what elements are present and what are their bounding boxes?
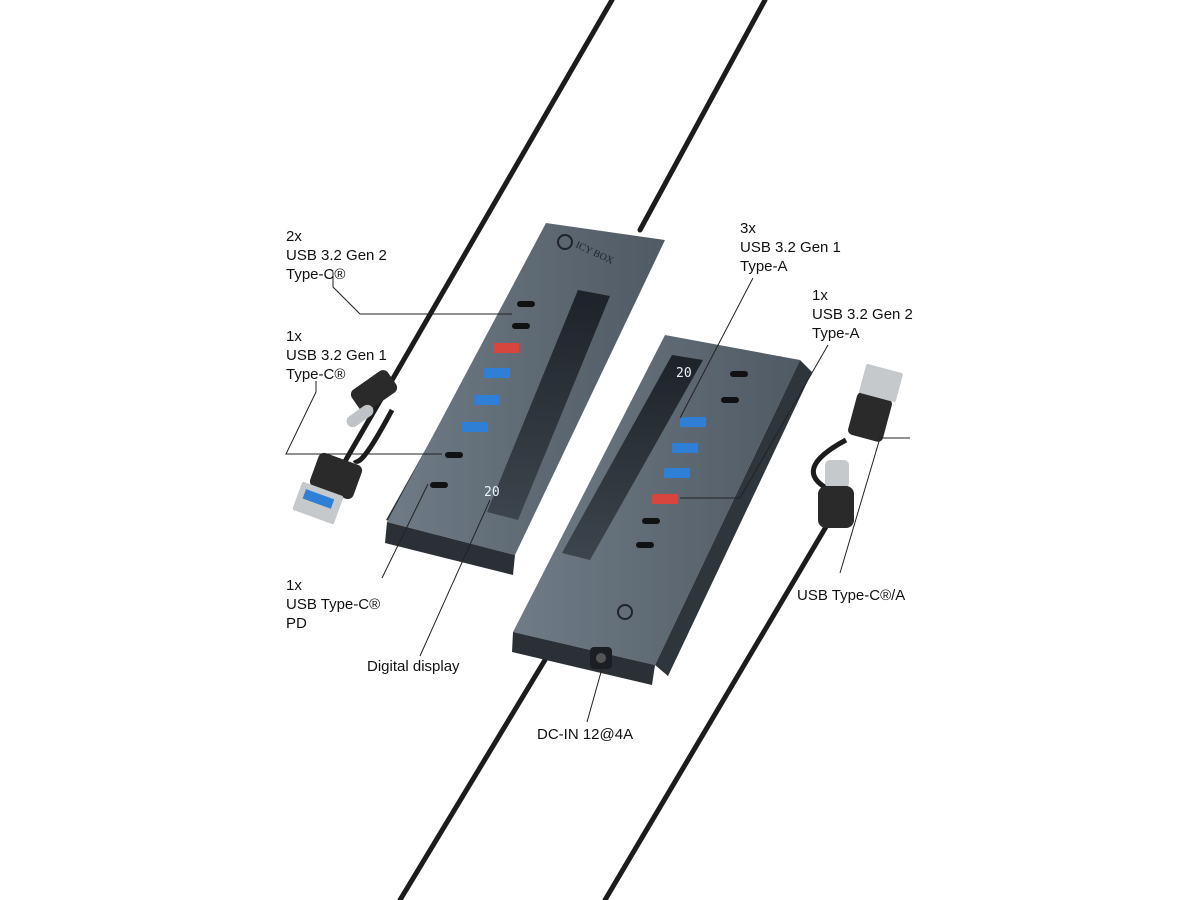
hub-right-port-strip	[562, 355, 703, 560]
port-r-usb-a-blue-2	[672, 443, 698, 453]
adapter-left	[292, 370, 398, 525]
cable-top-right-hub	[637, 0, 768, 233]
hub-left-front	[385, 522, 515, 575]
adapter-right-usb-c-body	[818, 486, 854, 528]
port-usb-a-blue-1	[484, 368, 510, 378]
leader-usb-c-gen2	[332, 272, 512, 315]
port-r-usb-c-1	[730, 371, 748, 377]
adapter-right-usb-c-tip	[825, 460, 849, 488]
leader-dc-in	[586, 664, 604, 723]
port-usb-c-2	[512, 323, 530, 329]
leader-usb-c-a	[839, 437, 910, 574]
label-usb-a-gen2: 1x USB 3.2 Gen 2 Type-A	[812, 287, 913, 342]
adapter-left-cable	[352, 408, 395, 464]
label-usb-c-gen1: 1x USB 3.2 Gen 1 Type-C®	[286, 328, 387, 383]
port-usb-a-blue-2	[474, 395, 500, 405]
label-dc-in: DC-IN 12@4A	[537, 726, 634, 743]
hub-right-display: 20	[676, 366, 692, 381]
adapter-left-usb-a-body	[309, 452, 363, 500]
adapter-left-usb-c-body	[350, 370, 398, 412]
adapter-right-usb-a-tip	[859, 364, 903, 402]
port-r-usb-a-blue-3	[664, 468, 690, 478]
port-usb-c-1	[517, 301, 535, 307]
hub-right-side	[655, 360, 812, 676]
adapter-right-link	[810, 437, 848, 493]
port-r-usb-c-3	[642, 518, 660, 524]
port-usb-a-red	[493, 343, 519, 353]
hub-left-port-strip	[487, 290, 610, 520]
leader-usb-a-gen2	[680, 344, 829, 499]
leader-usb-c-gen1	[285, 381, 442, 455]
adapter-right-usb-a-body	[848, 392, 892, 442]
leader-usb-a-gen1	[679, 277, 754, 419]
label-usb-c-a: USB Type-C®/A	[797, 587, 906, 604]
cable-dc-in	[397, 652, 551, 900]
hub-left: ICY BOX 20	[385, 223, 665, 575]
cable-usb-right	[602, 517, 833, 900]
leader-usb-c-pd	[381, 483, 429, 579]
port-r-usb-a-blue-1	[680, 417, 706, 427]
port-usb-c-pd	[430, 482, 448, 488]
leader-digital-display	[419, 499, 491, 657]
port-r-usb-c-4	[636, 542, 654, 548]
label-usb-a-gen1: 3x USB 3.2 Gen 1 Type-A	[740, 220, 841, 275]
label-usb-c-gen2: 2x USB 3.2 Gen 2 Type-C®	[286, 228, 387, 283]
leader-lines	[285, 272, 910, 723]
port-usb-a-blue-3	[462, 422, 488, 432]
dc-in-hole	[596, 653, 606, 663]
brand-logo-icon-right	[617, 604, 633, 620]
adapter-right	[810, 364, 903, 528]
adapter-left-usb-c-tip	[346, 404, 374, 428]
adapter-left-usb-a-tongue	[302, 489, 335, 509]
port-r-usb-a-red	[652, 494, 678, 504]
brand-logo-icon	[557, 234, 573, 250]
port-usb-c-3	[445, 452, 463, 458]
label-digital-display: Digital display	[367, 658, 460, 675]
hub-right-front	[512, 632, 655, 685]
hub-right: 20	[512, 335, 812, 685]
label-usb-c-pd: 1x USB Type-C® PD	[286, 577, 381, 632]
hub-left-display: 20	[484, 485, 500, 500]
port-r-usb-c-2	[721, 397, 739, 403]
